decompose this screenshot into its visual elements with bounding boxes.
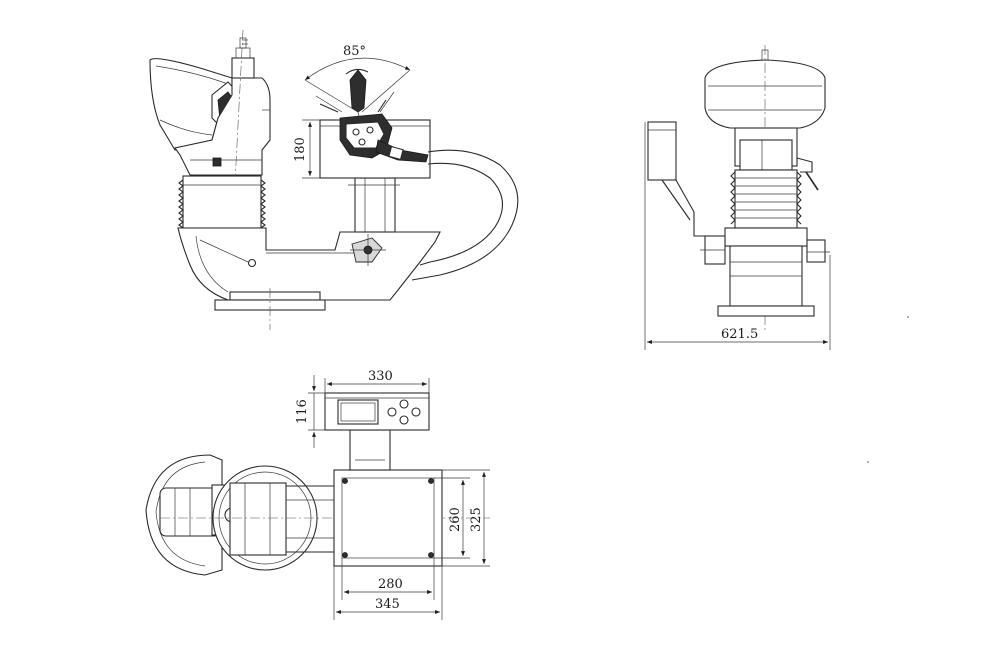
top-view-outer-height-dimension: 325 (442, 469, 490, 567)
front-view-base (700, 227, 830, 317)
side-view-angle-dimension: 85° (304, 44, 411, 113)
top-view-panel-height-dimension: 116 (295, 375, 325, 448)
scan-marks (867, 316, 909, 463)
front-view-neck (734, 127, 819, 191)
top-view-housing (333, 429, 443, 567)
side-view-neck (174, 29, 271, 241)
top-view-control-panel (324, 392, 430, 431)
side-view-basin (177, 227, 441, 330)
side-view-column (348, 177, 400, 233)
inner-width-label-280: 280 (378, 577, 403, 592)
front-view: 621.5 (644, 45, 831, 350)
side-view: 85° 180 (149, 29, 519, 330)
side-view-control-box (315, 68, 431, 179)
front-view-console (647, 121, 705, 237)
outer-height-label-325: 325 (469, 507, 484, 532)
height-label-180: 180 (293, 137, 308, 162)
panel-width-label-330: 330 (368, 369, 393, 384)
side-view-bellows (178, 175, 266, 229)
width-label-621-5: 621.5 (721, 327, 758, 342)
side-view-hose (411, 149, 519, 281)
top-view: 330 116 260 325 28 (145, 369, 490, 620)
panel-height-label-116: 116 (295, 399, 310, 424)
top-view-inner-width-dimension: 280 (341, 558, 435, 600)
side-view-height-dimension: 180 (293, 119, 320, 179)
front-view-width-dimension: 621.5 (644, 122, 831, 350)
angle-label: 85° (343, 44, 366, 59)
front-view-bellows (730, 169, 802, 229)
top-view-outer-width-dimension: 345 (333, 566, 443, 620)
inner-height-label-260: 260 (448, 507, 463, 532)
front-view-head (704, 45, 826, 330)
outer-width-label-345: 345 (375, 597, 400, 612)
top-view-panel-width-dimension: 330 (324, 369, 430, 393)
top-view-inner-height-dimension: 260 (434, 477, 470, 559)
